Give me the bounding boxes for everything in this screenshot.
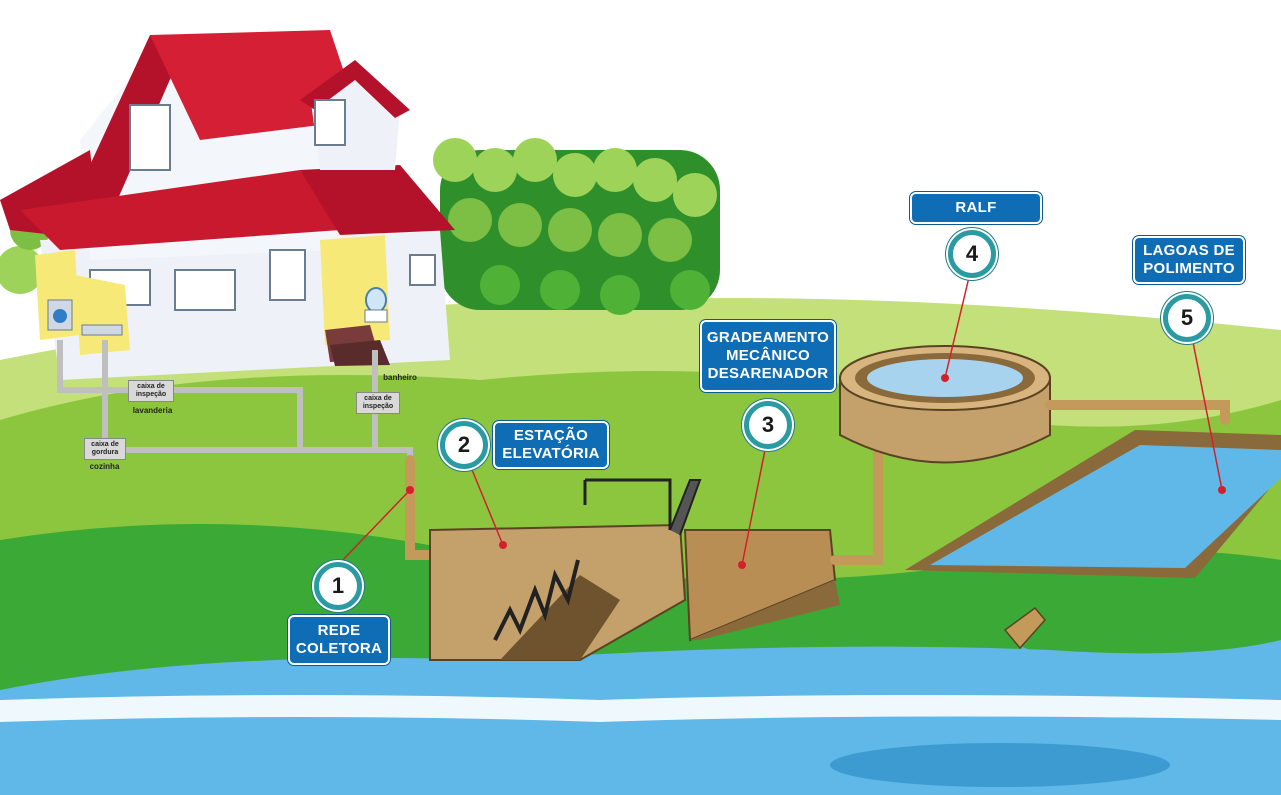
river-shadow: [830, 743, 1170, 787]
ralf-reactor: [839, 345, 1051, 464]
step-badge-3: 3: [744, 401, 792, 449]
cozinha-label: cozinha: [89, 462, 120, 471]
step-badge-2: 2: [440, 421, 488, 469]
house: [0, 30, 455, 380]
step-label-ralf: RALF: [910, 192, 1042, 224]
caixa-inspecao-2-line-1: caixa de: [364, 395, 392, 402]
estacao-elevatoria-line-1: ESTAÇÃO: [513, 427, 589, 444]
banheiro-label: banheiro: [383, 373, 417, 382]
outfall-pipe: [1003, 606, 1046, 671]
caixa-inspecao-1-line-1: caixa de: [137, 383, 165, 390]
rede-coletora-line-1: REDE: [317, 622, 361, 639]
step-label-gradeamento: GRADEAMENTO MECÂNICO DESARENADOR: [700, 320, 836, 392]
step-badge-5: 5: [1163, 294, 1211, 342]
lagoas-line-2: POLIMENTO: [1143, 260, 1235, 277]
gradeamento-line-3: DESARENADOR: [707, 365, 829, 382]
caixa-inspecao-2-line-2: inspeção: [362, 403, 394, 410]
ralf-line-1: RALF: [955, 199, 997, 216]
caixa-gordura-label: caixa de gordura: [84, 438, 126, 460]
pipe-to-lagoon: [1045, 400, 1230, 425]
caixa-inspecao-1-line-2: inspeção: [135, 391, 167, 398]
step-label-rede-coletora: REDE COLETORA: [288, 615, 390, 665]
grit-chamber: [683, 529, 840, 642]
gradeamento-line-1: GRADEAMENTO: [706, 329, 830, 346]
caixa-gordura-line-1: caixa de: [91, 441, 119, 448]
caixa-inspecao-label-2: caixa de inspeção: [356, 392, 400, 414]
river-foam: [0, 695, 1281, 722]
tree-group: [0, 138, 720, 315]
lift-station: [429, 478, 702, 661]
leader-lines: [337, 272, 1223, 566]
caixa-gordura-line-2: gordura: [91, 449, 119, 456]
step-badge-4: 4: [948, 230, 996, 278]
lagoas-line-1: LAGOAS DE: [1143, 242, 1235, 259]
rede-coletora-line-2: COLETORA: [295, 640, 383, 657]
step-label-estacao-elevatoria: ESTAÇÃO ELEVATÓRIA: [493, 421, 609, 469]
step-badge-1: 1: [314, 562, 362, 610]
estacao-elevatoria-line-2: ELEVATÓRIA: [502, 445, 600, 462]
leader-dots: [406, 374, 1226, 569]
pipe-to-ralf: [830, 445, 883, 565]
caixa-inspecao-label-1: caixa de inspeção: [128, 380, 174, 402]
lavanderia-label: lavanderia: [132, 406, 173, 415]
step-label-lagoas-polimento: LAGOAS DE POLIMENTO: [1133, 236, 1245, 284]
gradeamento-line-2: MECÂNICO: [725, 347, 811, 364]
polishing-lagoon: [905, 430, 1281, 578]
